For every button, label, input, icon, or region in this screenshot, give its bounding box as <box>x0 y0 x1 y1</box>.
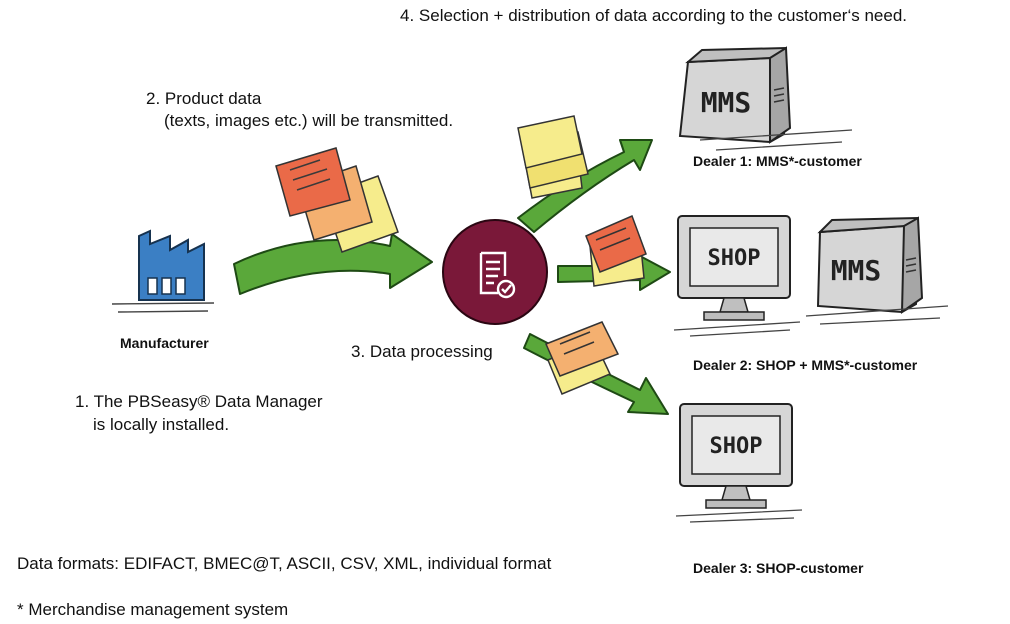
document-check-icon <box>479 251 516 299</box>
arrow-to-processing <box>233 233 433 295</box>
device-label-mms: MMS <box>701 86 752 119</box>
computer-tower-icon: MMS <box>678 46 853 151</box>
monitor-icon: SHOP <box>675 403 803 523</box>
step-1-detail: is locally installed. <box>93 415 230 434</box>
dealer-1-label: Dealer 1: MMS*-customer <box>693 153 862 169</box>
factory-icon <box>111 229 215 313</box>
dealer-1-papers-icon <box>517 115 589 199</box>
dealer-3-label: Dealer 3: SHOP-customer <box>693 560 864 576</box>
device-label-mms: MMS <box>831 254 882 287</box>
dealer-2-label: Dealer 2: SHOP + MMS*-customer <box>693 357 918 373</box>
step-1-title: 1. The PBSeasy® Data Manager <box>75 392 323 411</box>
dealer-2-papers-icon <box>585 214 647 287</box>
device-label-shop: SHOP <box>710 434 763 459</box>
step-2-detail: (texts, images etc.) will be transmitted… <box>164 111 454 130</box>
footnote-text: * Merchandise management system <box>17 600 289 619</box>
step-3-text: 3. Data processing <box>351 342 493 361</box>
step-2-title: 2. Product data <box>146 89 262 108</box>
data-processing-node <box>442 219 548 325</box>
dealer-3-papers-icon <box>545 321 620 395</box>
computer-tower-icon: MMS <box>805 216 949 325</box>
step-4-text: 4. Selection + distribution of data acco… <box>400 6 907 25</box>
product-data-papers-icon <box>275 147 399 253</box>
manufacturer-label: Manufacturer <box>120 335 209 351</box>
monitor-icon: SHOP <box>673 215 801 337</box>
data-formats-text: Data formats: EDIFACT, BMEC@T, ASCII, CS… <box>17 554 552 573</box>
device-label-shop: SHOP <box>708 246 761 271</box>
